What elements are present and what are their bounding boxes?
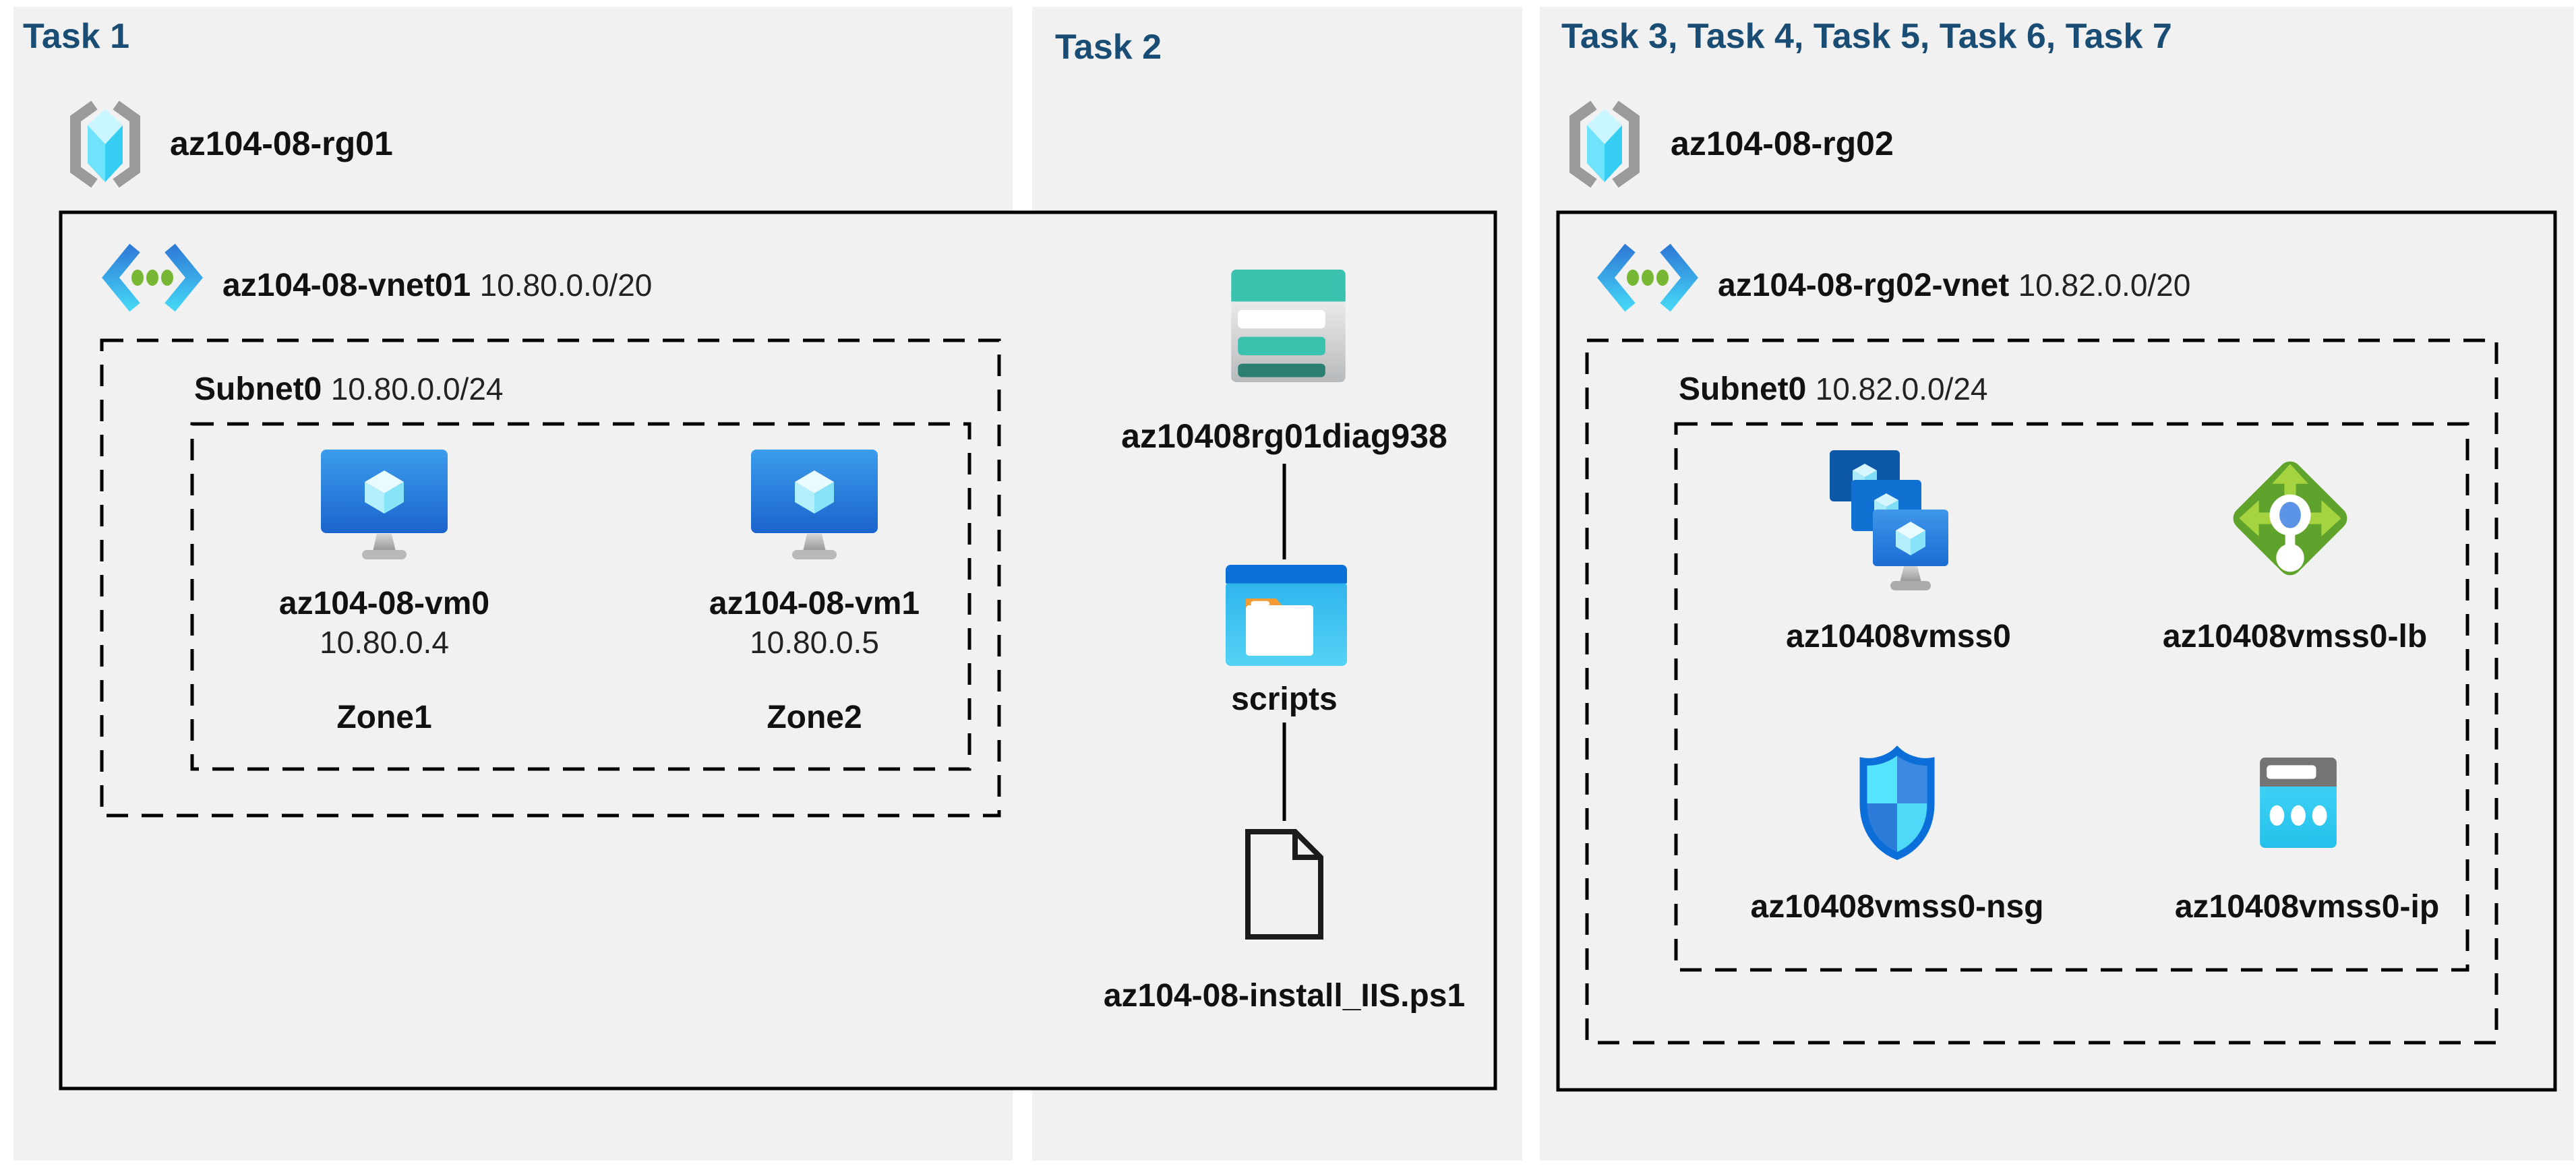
vnet2-cidr: 10.82.0.0/20 xyxy=(2018,268,2191,303)
vm1-zone: Zone2 xyxy=(767,700,862,735)
task1-header: Task 1 xyxy=(23,17,130,56)
file-label: az104-08-install_IIS.ps1 xyxy=(1103,978,1466,1014)
vnet1-name: az104-08-vnet01 xyxy=(222,268,471,303)
rg1-label: az104-08-rg01 xyxy=(170,125,393,162)
task2-header: Task 2 xyxy=(1055,28,1162,67)
nsg-icon xyxy=(1856,745,1938,861)
resource-group-icon xyxy=(1561,98,1648,190)
task3-header: Task 3, Task 4, Task 5, Task 6, Task 7 xyxy=(1561,17,2172,56)
vmss-label: az10408vmss0 xyxy=(1786,619,2011,654)
vnet2-name: az104-08-rg02-vnet xyxy=(1718,268,2010,303)
nsg-label: az10408vmss0-nsg xyxy=(1750,889,2044,925)
file-icon xyxy=(1242,828,1326,941)
load-balancer-icon xyxy=(2219,448,2361,589)
vm0-ip: 10.80.0.4 xyxy=(320,625,449,660)
folder-icon xyxy=(1226,565,1347,666)
vnet2-label: az104-08-rg02-vnet 10.82.0.0/20 xyxy=(1718,267,2190,304)
subnet2-cidr: 10.82.0.0/24 xyxy=(1815,371,1988,406)
public-ip-label: az10408vmss0-ip xyxy=(2174,889,2440,925)
load-balancer-label: az10408vmss0-lb xyxy=(2162,619,2428,654)
vm1-name: az104-08-vm1 xyxy=(709,586,920,621)
resource-group-icon xyxy=(62,98,148,190)
vmss-icon xyxy=(1820,443,1955,607)
vnet1-label: az104-08-vnet01 10.80.0.0/20 xyxy=(222,267,652,304)
subnet1-label: Subnet0 10.80.0.0/24 xyxy=(194,371,504,408)
public-ip-icon xyxy=(2260,758,2337,848)
vm0-name: az104-08-vm0 xyxy=(278,586,490,621)
task1-panel xyxy=(13,7,1013,1161)
vnet1-cidr: 10.80.0.0/20 xyxy=(479,268,653,303)
vm-icon xyxy=(750,449,878,561)
subnet1-name: Subnet0 xyxy=(194,371,322,407)
rg2-label: az104-08-rg02 xyxy=(1671,125,1894,162)
vm1-ip: 10.80.0.5 xyxy=(750,625,879,660)
vm0-zone: Zone1 xyxy=(336,700,432,735)
subnet2-name: Subnet0 xyxy=(1679,371,1807,407)
vm-icon xyxy=(320,449,448,561)
task3-panel xyxy=(1540,7,2574,1161)
subnet2-label: Subnet0 10.82.0.0/24 xyxy=(1679,371,1988,408)
storage-account-label: az10408rg01diag938 xyxy=(1121,417,1447,455)
storage-account-icon xyxy=(1231,270,1346,382)
folder-label: scripts xyxy=(1231,681,1338,717)
virtual-network-icon xyxy=(1596,243,1699,313)
virtual-network-icon xyxy=(101,243,204,313)
subnet1-cidr: 10.80.0.0/24 xyxy=(330,371,504,406)
